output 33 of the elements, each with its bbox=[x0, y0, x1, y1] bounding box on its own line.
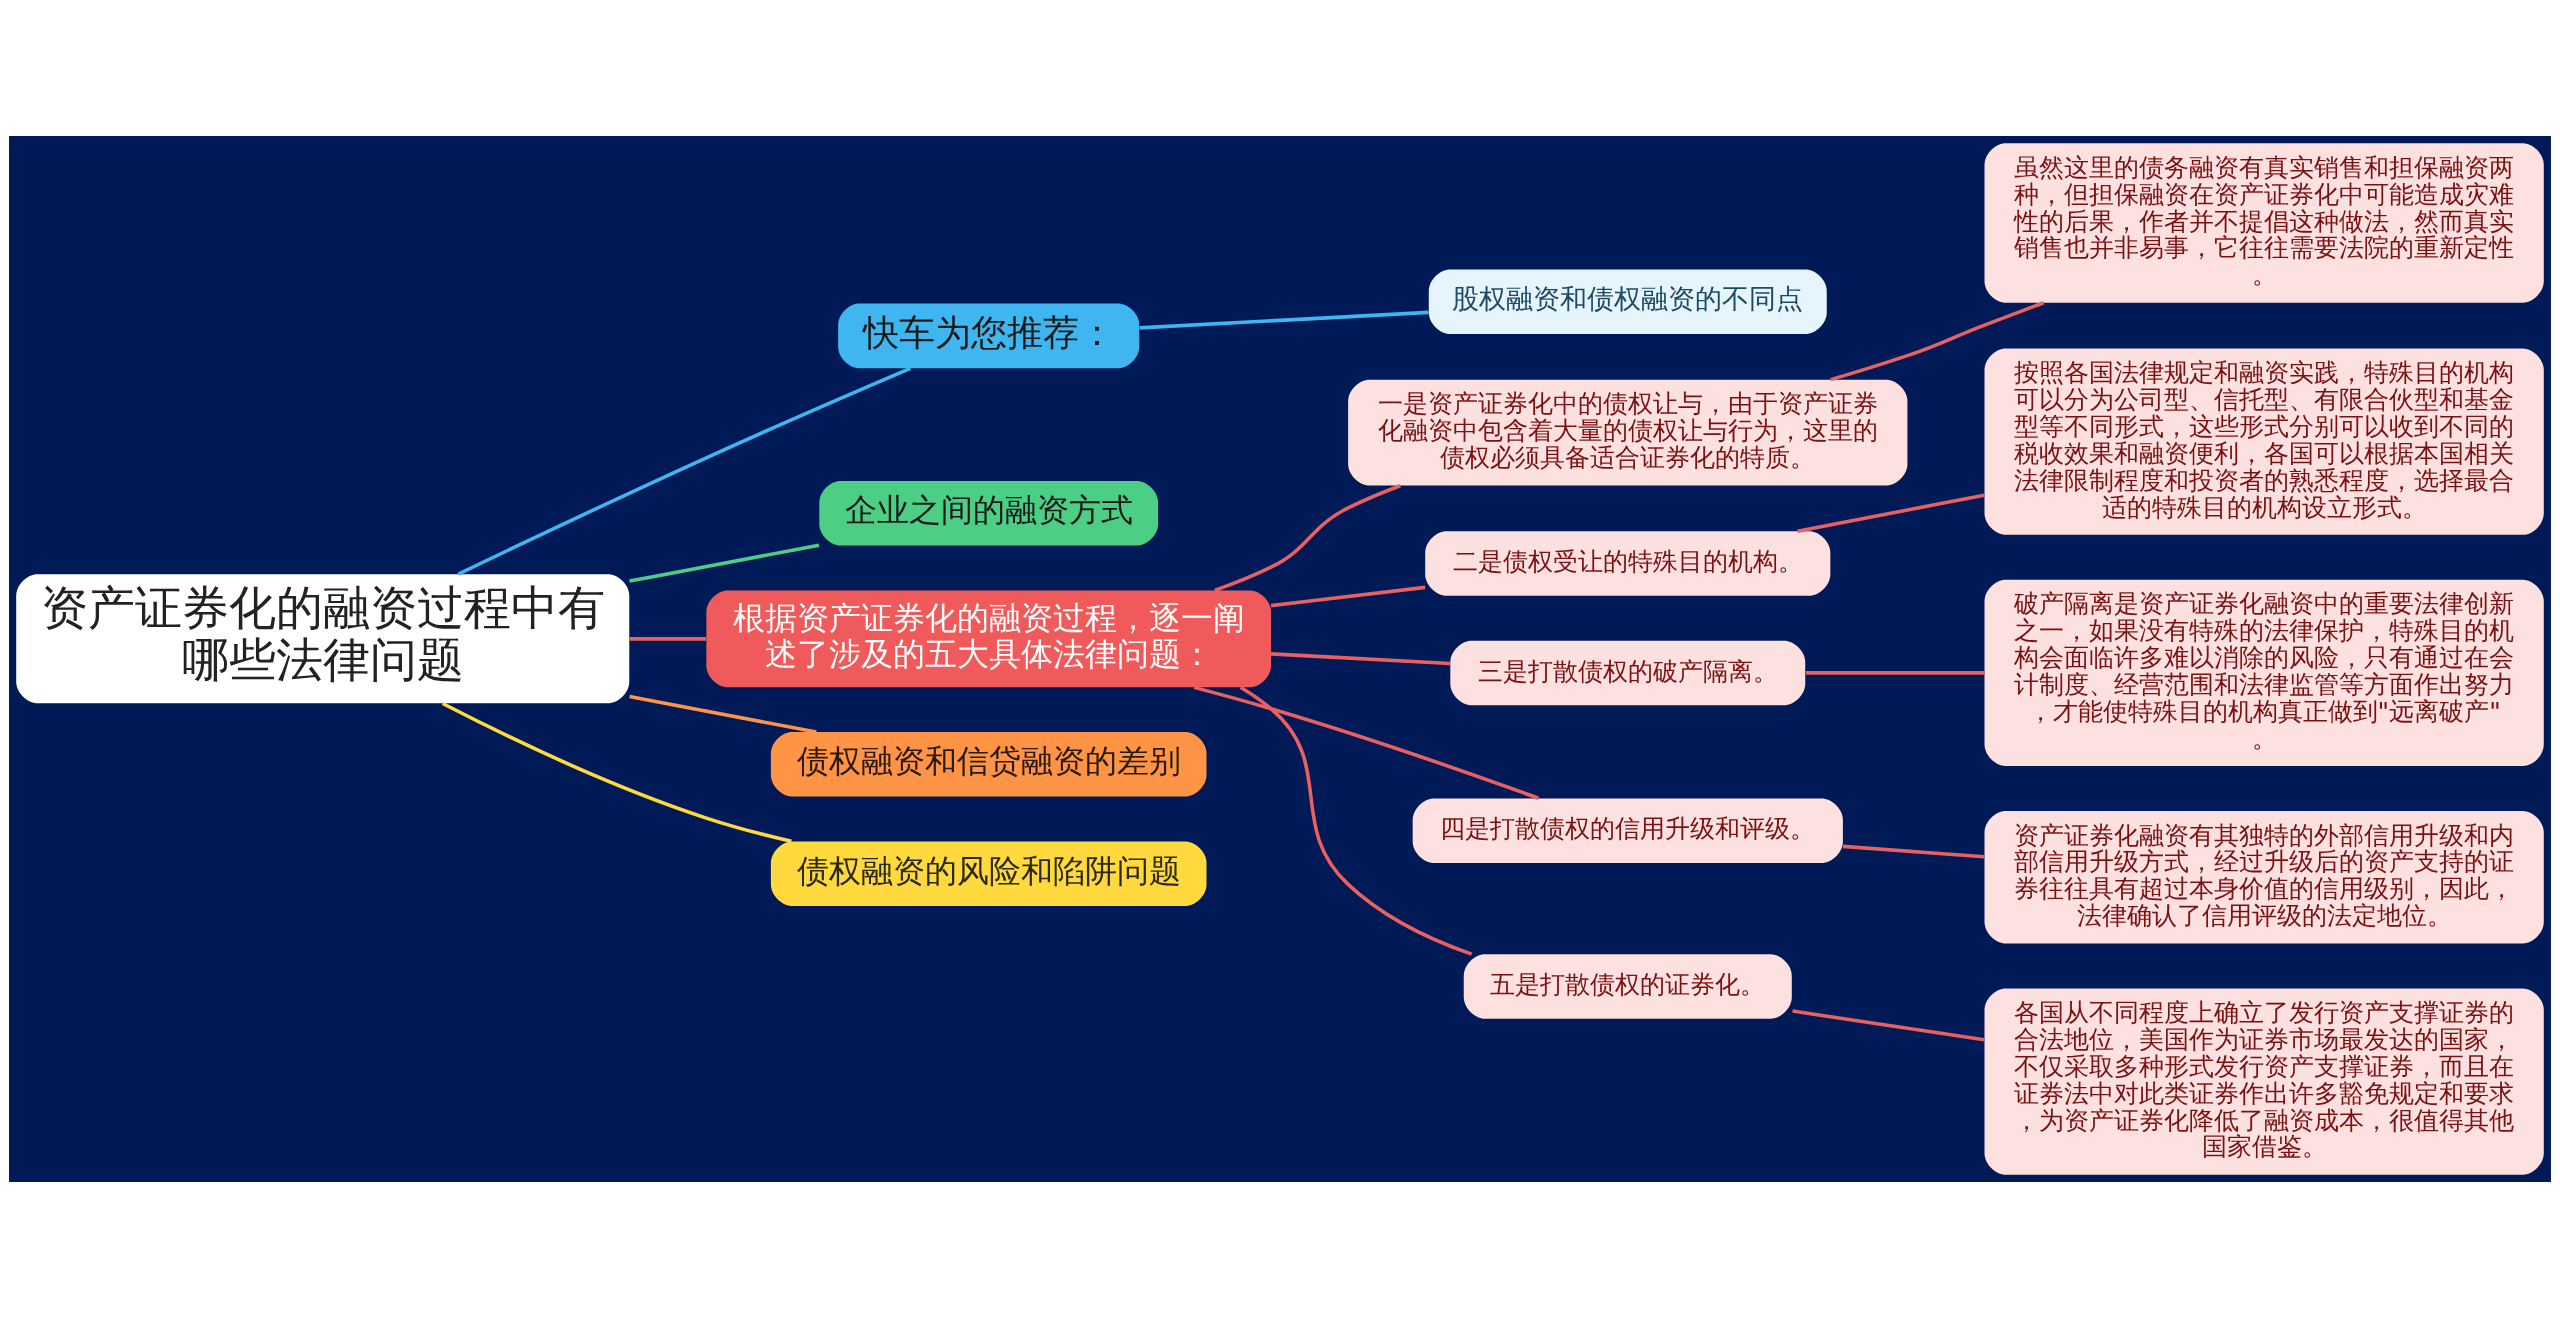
connector bbox=[629, 694, 817, 734]
connector bbox=[629, 542, 820, 583]
connector bbox=[1270, 651, 1451, 665]
connector bbox=[441, 701, 792, 843]
connector bbox=[1239, 685, 1473, 956]
node-box: 虽然这里的债务融资有真实销售和担保融资两种，但担保融资在资产证券化中可能造成灾难性的后果，作者并不提倡这种做法，然而真实销售也并非易事，它往往需要法院的重新定性。 bbox=[1984, 142, 2544, 303]
node-box: 企业之间的融资方式 bbox=[819, 480, 1159, 546]
connector bbox=[1805, 670, 1985, 675]
connector bbox=[457, 366, 912, 576]
node-box: 资产证券化的融资过程中有哪些法律问题 bbox=[16, 573, 630, 703]
connector bbox=[1270, 585, 1426, 607]
connector bbox=[1214, 483, 1401, 592]
node-box: 五是打散债权的证券化。 bbox=[1463, 953, 1792, 1019]
connector bbox=[629, 636, 706, 641]
node-box: 二是债权受让的特殊目的机构。 bbox=[1425, 530, 1831, 596]
connector bbox=[1193, 685, 1540, 800]
node-box: 四是打散债权的信用升级和评级。 bbox=[1412, 797, 1843, 863]
node-box: 根据资产证券化的融资过程，逐一阐述了涉及的五大具体法律问题： bbox=[706, 589, 1272, 687]
node-box: 股权融资和债权融资的不同点 bbox=[1428, 269, 1827, 334]
node-box: 资产证券化融资有其独特的外部信用升级和内部信用升级方式，经过升级后的资产支持的证券往往具有超过本身价值的信用级别，因此，法律确认了信用评级的法定地位。 bbox=[1984, 810, 2544, 944]
connector bbox=[1830, 300, 2045, 381]
connector bbox=[1842, 844, 1985, 859]
connector bbox=[1797, 492, 1985, 533]
node-box: 破产隔离是资产证券化融资中的重要法律创新之一，如果没有特殊的法律保护，特殊目的机构会面临许多难以消除的风险，只有通过在会计制度、经营范围和法律监管等方面作出努力，才能使特殊目的机构真正做到"远离破产"。 bbox=[1984, 579, 2544, 766]
node-box: 三是打散债权的破产隔离。 bbox=[1450, 640, 1806, 705]
node-box: 债权融资和信贷融资的差别 bbox=[770, 731, 1207, 797]
node-box: 快车为您推荐： bbox=[838, 303, 1140, 368]
node-box: 按照各国法律规定和融资实践，特殊目的机构可以分为公司型、信托型、有限合伙型和基金型等不同形式，这些形式分别可以收到不同的税收效果和融资便利，各国可以根据本国相关法律限制程度和投资者的熟悉程度，选择最合适的特殊目的机构设立形式。 bbox=[1984, 347, 2544, 535]
node-box: 债权融资的风险和陷阱问题 bbox=[770, 840, 1207, 906]
connector bbox=[1139, 310, 1429, 330]
node-box: 一是资产证券化中的债权让与，由于资产证券化融资中包含着大量的债权让与行为，这里的债权必须具备适合证券化的特质。 bbox=[1348, 379, 1908, 486]
node-box: 各国从不同程度上确立了发行资产支撑证券的合法地位，美国作为证券市场最发达的国家，不仅采取多种形式发行资产支撑证券，而且在证券法中对此类证券作出许多豁免规定和要求，为资产证券化降低了融资成本，很值得其他国家借鉴。 bbox=[1984, 987, 2544, 1175]
connector bbox=[1792, 1008, 1985, 1042]
